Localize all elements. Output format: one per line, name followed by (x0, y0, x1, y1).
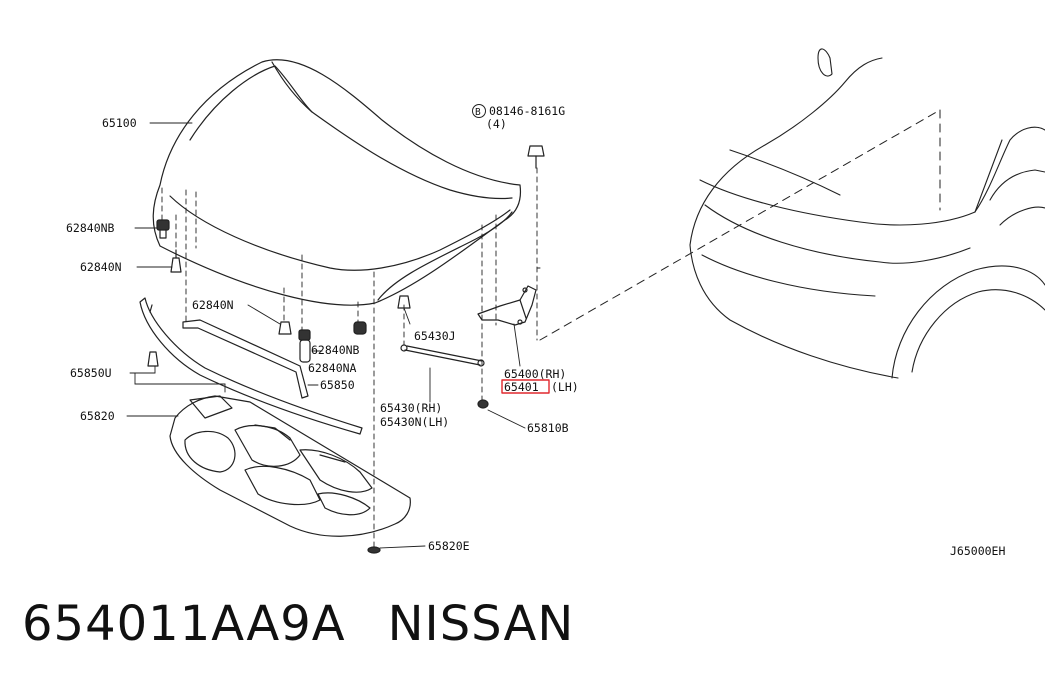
label-62840n-left: 62840N (80, 260, 122, 274)
hood-seal-65850 (182, 319, 309, 399)
highlight-box-65401 (501, 379, 550, 394)
clip-65850u (147, 351, 159, 367)
hood-hinge (477, 285, 537, 326)
part-labels: 65100 62840NB 62840N 62840N 62840NB 6284… (66, 104, 1005, 558)
bumper-62840n-center (278, 321, 292, 335)
hood-panel (152, 59, 522, 306)
hood-insulator (169, 395, 411, 537)
label-62840na: 62840NA (308, 361, 357, 375)
cowl-seal-strip (139, 297, 363, 435)
label-65430-rh: 65430(RH) (380, 401, 442, 415)
vehicle-outline (689, 48, 1045, 379)
label-65820e: 65820E (428, 539, 470, 553)
label-65401: 65401 (504, 380, 539, 394)
label-65850u: 65850U (70, 366, 112, 380)
label-62840nb-left: 62840NB (66, 221, 115, 235)
strut-bracket-65430j (397, 295, 411, 309)
label-65850: 65850 (320, 378, 355, 392)
label-65100: 65100 (102, 116, 137, 130)
bolt-08146 (527, 145, 545, 169)
label-bolt-08146: 08146-8161G (489, 104, 565, 118)
label-62840nb-right: 62840NB (311, 343, 360, 357)
label-bolt-qty: (4) (486, 117, 507, 131)
washer-65810b (477, 399, 489, 409)
label-65810b: 65810B (527, 421, 569, 435)
part-caption: 654011AA9A NISSAN (22, 596, 574, 652)
label-65430n-lh: 65430N(LH) (380, 415, 449, 429)
bumper-62840nb-left (156, 219, 170, 239)
label-62840n-center: 62840N (192, 298, 234, 312)
label-65820: 65820 (80, 409, 115, 423)
brand-name: NISSAN (387, 596, 575, 652)
bumper-62840na (298, 329, 311, 363)
parts-diagram: 65100 62840NB 62840N 62840N 62840NB 6284… (66, 48, 1045, 558)
bumper-62840nb-right (353, 321, 367, 335)
hood-strut (400, 344, 485, 367)
label-65400-rh: 65400(RH) (504, 367, 566, 381)
clip-65820e (367, 546, 381, 554)
label-65430j: 65430J (414, 329, 456, 343)
label-bolt-circle: B (475, 107, 481, 118)
label-65401-lh: (LH) (551, 380, 579, 394)
bumper-62840n-left (170, 249, 182, 273)
diagram-reference: J65000EH (950, 544, 1005, 558)
part-number: 654011AA9A (22, 596, 346, 652)
